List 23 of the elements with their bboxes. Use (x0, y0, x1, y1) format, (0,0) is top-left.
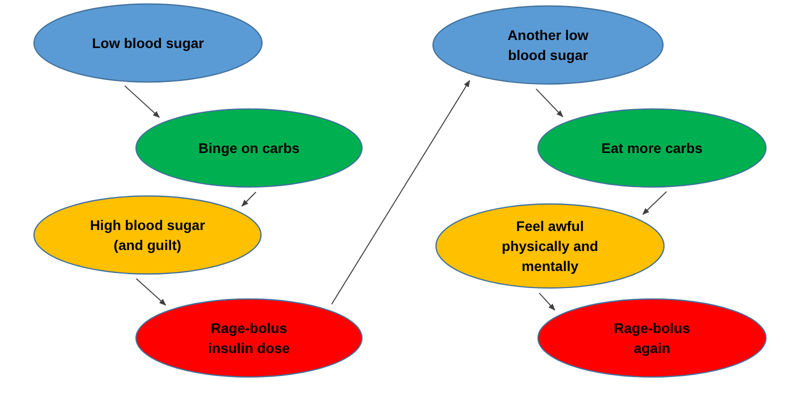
arrow (536, 88, 564, 118)
arrow (124, 85, 160, 118)
node-text: Eat more carbs (600, 139, 704, 158)
process-ellipse (537, 108, 767, 188)
node-text: Another low blood sugar (506, 26, 590, 65)
arrow (136, 278, 166, 306)
process-ellipse (537, 298, 767, 378)
node-text: Binge on carbs (197, 139, 301, 158)
process-ellipse (33, 3, 263, 83)
arrow (538, 292, 556, 311)
arrow (331, 80, 470, 305)
arrow (642, 191, 668, 215)
node-text: Feel awful physically and mentally (500, 217, 600, 276)
process-ellipse (432, 5, 664, 85)
node-text: Rage-bolus insulin dose (207, 319, 291, 358)
arrow (241, 192, 256, 207)
process-ellipse (435, 203, 665, 289)
process-ellipse (135, 108, 363, 188)
node-text: Rage-bolus again (612, 319, 692, 358)
node-text: Low blood sugar (91, 34, 205, 53)
process-ellipse (33, 195, 262, 275)
node-text: High blood sugar (and guilt) (88, 216, 206, 255)
process-ellipse (135, 298, 363, 378)
